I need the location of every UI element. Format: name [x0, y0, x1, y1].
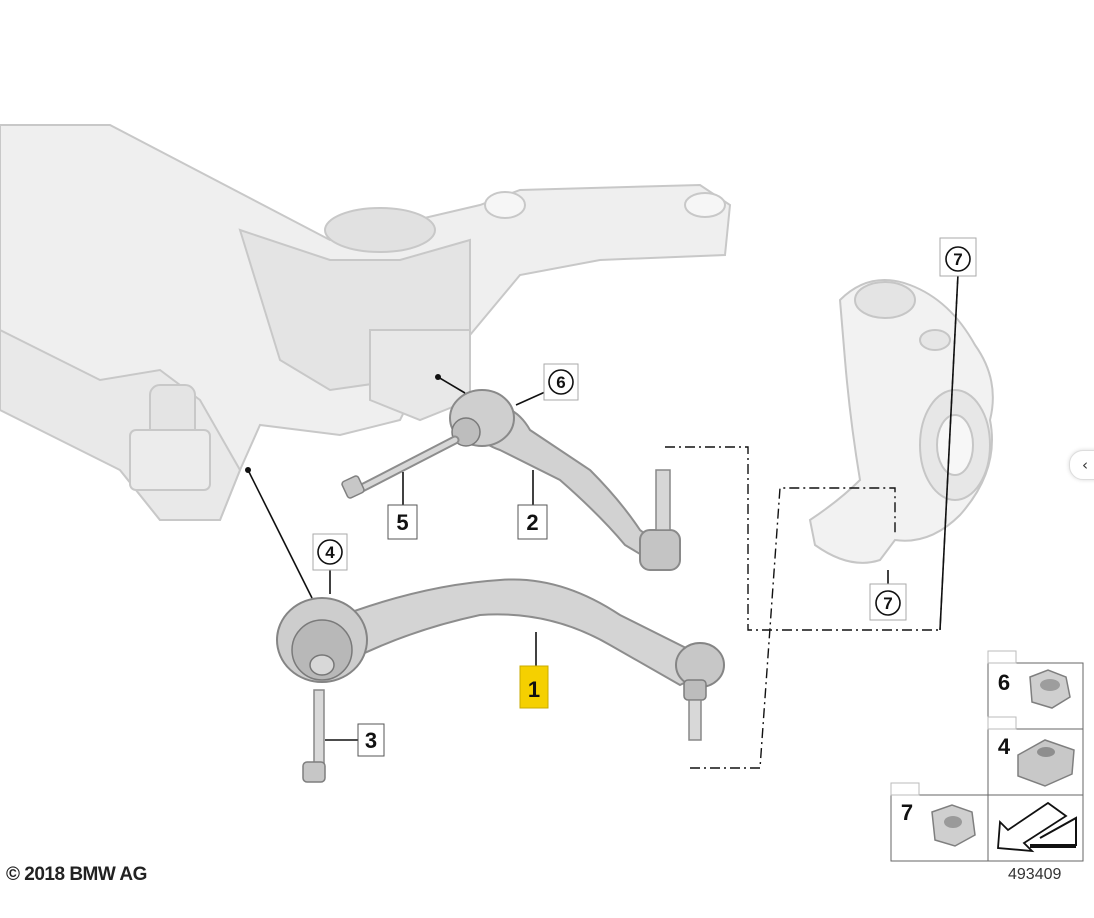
legend-item-7-label: 7: [901, 800, 913, 825]
chevron-left-icon: ‹: [1082, 456, 1088, 474]
diagram-number: 493409: [1008, 866, 1062, 883]
direction-arrow-icon: [997, 801, 1077, 853]
leader-lines: [247, 273, 959, 741]
collapse-panel-button[interactable]: ‹: [1069, 450, 1094, 480]
callout-3: 3: [357, 723, 385, 757]
part-3-bolt: [302, 689, 326, 783]
legend-item-6: 6: [998, 669, 1071, 709]
callout-2-label: 2: [526, 510, 538, 535]
callout-5-label: 5: [396, 510, 408, 535]
callout-7-knuckle: 7: [869, 583, 907, 621]
subframe: [0, 124, 732, 521]
part-1-control-arm: [276, 578, 725, 741]
square-nut-icon: [1017, 739, 1075, 787]
callout-5: 5: [387, 504, 418, 540]
callout-7-top: 7: [939, 237, 977, 277]
callout-3-label: 3: [365, 728, 377, 753]
dash-dot-connectors: [665, 273, 959, 769]
legend-item-4: 4: [998, 734, 1075, 787]
copyright-text: © 2018 BMW AG: [6, 864, 147, 885]
callout-1-label: 1: [528, 677, 540, 702]
legend-item-7: 7: [901, 800, 976, 847]
callout-7-top-label: 7: [953, 250, 962, 269]
legend-item-6-label: 6: [998, 670, 1010, 695]
leader-dot: [435, 374, 441, 380]
leader-dot: [245, 467, 251, 473]
callout-1-highlighted: 1: [519, 665, 549, 709]
callout-2: 2: [517, 504, 548, 540]
callout-4-label: 4: [325, 543, 335, 562]
callout-6: 6: [543, 363, 579, 401]
part-2-strut: [449, 389, 681, 571]
callout-7-knuckle-label: 7: [883, 594, 892, 613]
part-5-bolt: [341, 435, 460, 499]
steering-knuckle: [808, 279, 994, 564]
legend-item-4-label: 4: [998, 734, 1011, 759]
callout-6-label: 6: [556, 373, 565, 392]
callout-4: 4: [312, 533, 348, 571]
